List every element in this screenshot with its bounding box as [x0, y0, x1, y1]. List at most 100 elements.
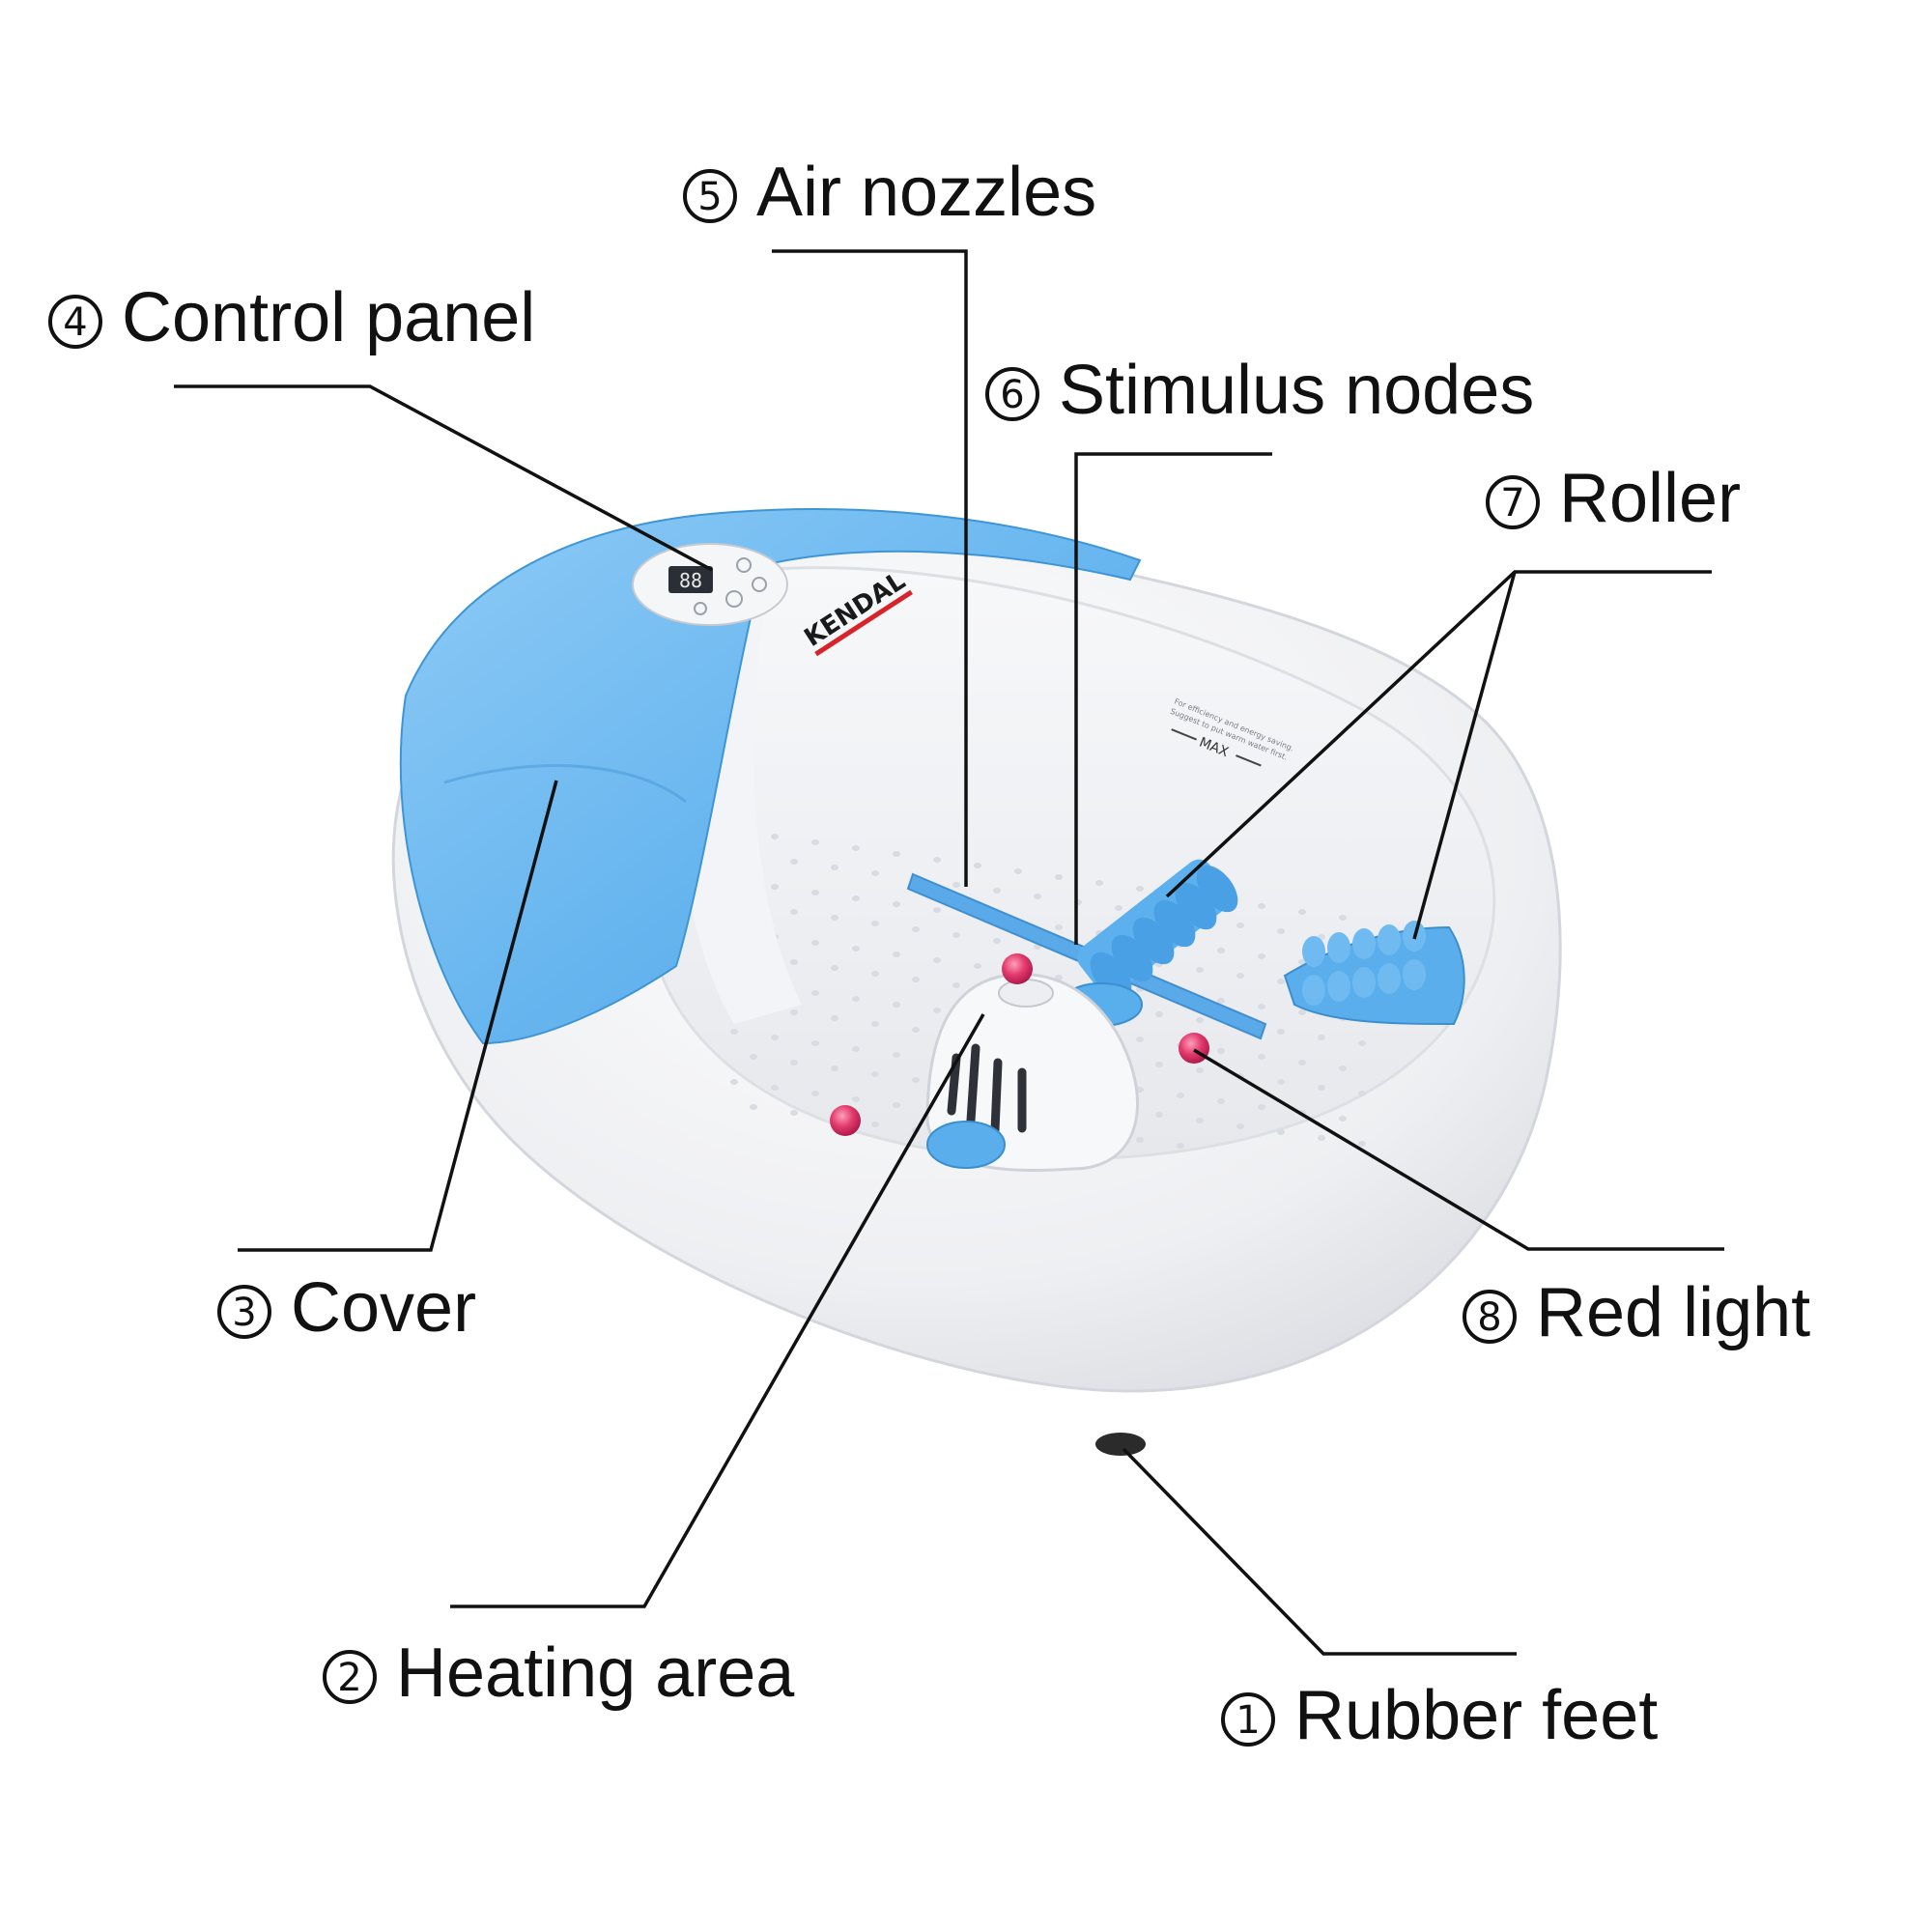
callout-number: 3	[232, 1291, 256, 1335]
floor-bump	[811, 940, 819, 946]
floor-bump	[771, 884, 779, 890]
callout-number: 7	[1500, 481, 1524, 526]
blue-cover	[399, 508, 1142, 1045]
callout-heating-area: 2 Heating area	[323, 1634, 795, 1712]
floor-bump	[1358, 1040, 1366, 1046]
floor-bump	[1358, 1141, 1366, 1147]
floor-bump	[1217, 998, 1225, 1004]
callout-air-nozzles: 5 Air nozzles	[683, 154, 1096, 231]
floor-bump	[1217, 948, 1225, 953]
floor-bump	[790, 1060, 798, 1065]
floor-bump	[831, 915, 838, 921]
floor-bump	[1298, 959, 1306, 965]
floor-bump	[852, 1046, 860, 1052]
callout-control-panel: 4 Control panel	[48, 279, 535, 356]
floor-bump	[1277, 1079, 1285, 1085]
floor-bump	[852, 845, 860, 851]
floor-bump	[1318, 1035, 1325, 1040]
floor-bump	[852, 946, 860, 952]
floor-bump	[1034, 894, 1041, 899]
floor-bump	[974, 863, 981, 868]
callout-number: 4	[63, 300, 87, 345]
floor-bump	[730, 1029, 738, 1035]
floor-bump	[952, 882, 960, 888]
callout-label: Cover	[291, 1269, 476, 1347]
floor-bump	[811, 1091, 819, 1096]
floor-bump	[750, 1104, 757, 1110]
stimulus-node	[1196, 865, 1238, 913]
floor-bump	[1298, 1009, 1306, 1015]
floor-bump	[771, 1035, 779, 1040]
callout-number: 8	[1477, 1295, 1501, 1340]
floor-bump	[1277, 979, 1285, 984]
floor-bump	[790, 959, 798, 965]
callout-label: Red light	[1536, 1274, 1810, 1351]
floor-bump	[1196, 1118, 1204, 1123]
callout-roller: 7 Roller	[1486, 460, 1741, 537]
floor-bump	[811, 990, 819, 996]
floor-bump	[1136, 1137, 1144, 1143]
digital-display	[668, 566, 713, 593]
floor-bump	[1258, 953, 1265, 959]
leader-lines	[174, 249, 1724, 1656]
floor-bump	[1177, 1093, 1184, 1098]
floor-bump	[1236, 923, 1244, 928]
roller-tooth	[1403, 959, 1426, 990]
floor-bump	[871, 1071, 879, 1077]
floor-bump	[1339, 1116, 1347, 1122]
leader-rubber-feet	[1122, 1447, 1517, 1656]
floor-bump	[790, 1009, 798, 1015]
floor-bump	[831, 965, 838, 971]
floor-bump	[1318, 1085, 1325, 1091]
heat-button[interactable]	[752, 577, 767, 592]
leader-control-panel	[174, 384, 713, 572]
floor-bump	[1277, 928, 1285, 934]
callout-label: Roller	[1559, 460, 1741, 537]
floor-bump	[952, 982, 960, 988]
brand-underline	[814, 589, 913, 657]
floor-bump	[1155, 1011, 1163, 1017]
floor-bump	[1318, 1135, 1325, 1141]
callout-number: 2	[337, 1656, 361, 1700]
rubber-foot	[1095, 1433, 1146, 1456]
leader-heating-area	[450, 1013, 985, 1608]
floor-bump	[750, 1054, 757, 1060]
callout-label: Rubber feet	[1294, 1677, 1658, 1754]
heating-dome-button[interactable]	[998, 979, 1054, 1008]
floor-bump	[871, 1021, 879, 1027]
floor-bump	[730, 1079, 738, 1085]
floor-bump	[1258, 1054, 1265, 1060]
bubble-button[interactable]	[725, 590, 743, 608]
floor-bump	[831, 865, 838, 870]
floor-bump	[771, 1085, 779, 1091]
timer-button[interactable]	[694, 602, 707, 615]
floor-bump	[811, 1040, 819, 1046]
heating-roller	[926, 1121, 1006, 1169]
floor-bump	[1136, 1037, 1144, 1042]
floor-bump	[852, 895, 860, 901]
roller-tooth	[1327, 971, 1350, 1002]
floor-bump	[1258, 1104, 1265, 1110]
floor-bump	[852, 996, 860, 1002]
floor-bump	[1236, 973, 1244, 979]
floor-bump	[871, 870, 879, 876]
floor-bump	[1298, 1060, 1306, 1065]
floor-bump	[1196, 1067, 1204, 1073]
floor-bump	[1095, 880, 1103, 886]
leader-air-nozzles	[772, 249, 968, 887]
floor-bump	[912, 977, 920, 982]
leader-cover	[238, 780, 558, 1252]
floor-bump	[912, 1077, 920, 1083]
power-button[interactable]	[736, 557, 752, 573]
floor-bump	[871, 921, 879, 926]
side-roller	[1283, 921, 1465, 1026]
heating-vents	[947, 1043, 1027, 1135]
display-readout: 88	[679, 569, 702, 592]
floor-bump	[831, 1065, 838, 1071]
floor-bump	[933, 1008, 941, 1013]
floor-bump	[893, 901, 900, 907]
roller-tooth	[1378, 963, 1401, 994]
floor-bump	[1277, 1029, 1285, 1035]
floor-bump	[933, 907, 941, 913]
